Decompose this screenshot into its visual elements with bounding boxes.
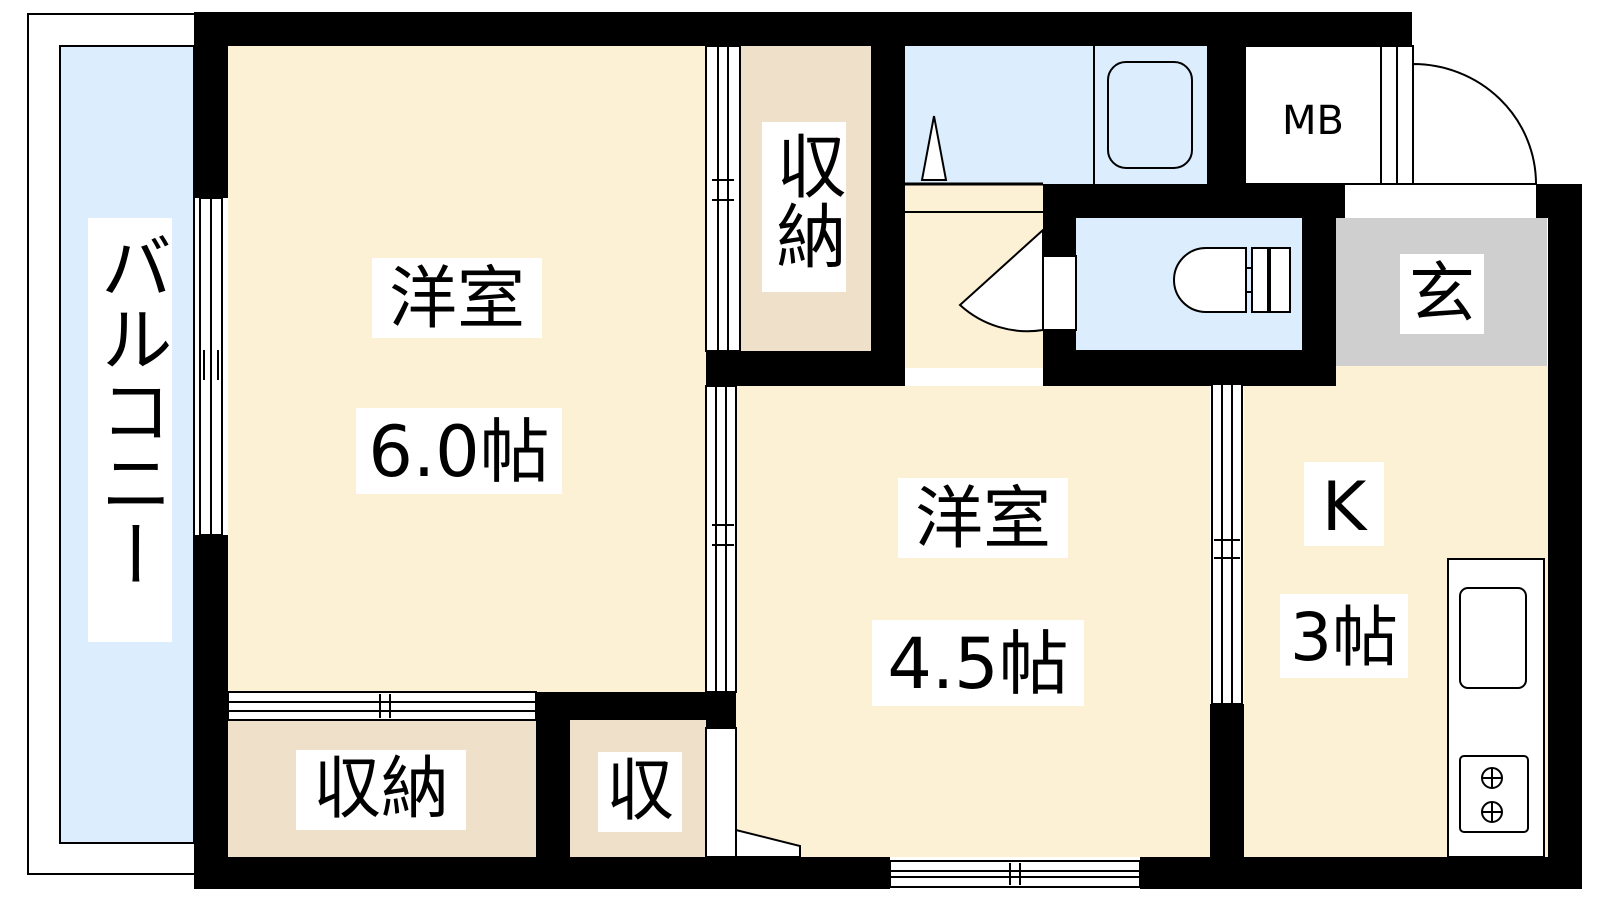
fixtures (1107, 61, 1545, 858)
western-room-2-size: 4.5帖 (887, 623, 1068, 705)
wall-toilet-bottom (1043, 350, 1336, 386)
door-swing-room2 (735, 828, 801, 858)
western-room-1-floor (228, 46, 706, 692)
windows (199, 45, 1414, 888)
storage-small-label-bg (598, 752, 682, 832)
sliding-door-storage-bottom (227, 691, 537, 721)
wall-storage-divider (536, 692, 570, 857)
wall-toilet-left (1043, 184, 1076, 256)
window-room2 (889, 860, 1141, 888)
sliding-door-storage-top (705, 45, 741, 352)
western-room-1-size-bg (356, 408, 562, 494)
wall-storage-small-right (706, 720, 736, 728)
wall-room2-kitchen-top (1210, 368, 1244, 384)
kitchen-label: K (1322, 468, 1369, 547)
sliding-door-rooms (705, 385, 737, 693)
floors (27, 13, 1548, 875)
door-swing-bath (920, 115, 948, 181)
storage-top-label: 収納 (765, 130, 847, 270)
meter-box-floor (1244, 45, 1382, 185)
bathtub-icon (1107, 61, 1193, 169)
toilet-icon (1173, 247, 1291, 313)
meter-box-label: MB (1282, 98, 1344, 144)
door-swings (735, 62, 1538, 858)
wall-bottom-right (1140, 857, 1582, 889)
kitchen-size: 3帖 (1290, 599, 1398, 676)
storage-small-label: 収 (606, 752, 674, 831)
sink-icon (1459, 587, 1527, 689)
wall-bath-bottom (1043, 184, 1345, 218)
balcony-label-bg (88, 218, 172, 642)
walls (194, 12, 1582, 889)
wall-toilet-right (1302, 184, 1336, 386)
wall-storage-top-right (871, 46, 905, 386)
western-room-1-label: 洋室 (389, 260, 525, 339)
wall-right-top (1536, 184, 1582, 218)
stove-icon (1459, 755, 1529, 833)
storage-top-label-bg (762, 122, 846, 292)
balcony-label: バルコニー (88, 230, 172, 590)
door-storage-small (705, 727, 737, 858)
labels: バルコニー 洋室 6.0帖 収納 洋室 4.5帖 収納 収 MB 玄 K 3帖 (88, 98, 1484, 832)
wall-bottom-left (194, 857, 890, 889)
entrance-label: 玄 (1409, 255, 1475, 332)
entrance-label-bg (1400, 254, 1484, 334)
wall-right (1548, 184, 1582, 889)
wall-left-lower (194, 535, 228, 889)
storage-bottom-label: 収納 (313, 750, 449, 829)
wall-top (196, 12, 1412, 46)
wall-left-upper (194, 12, 228, 198)
washroom-door-frame (1042, 255, 1077, 331)
wall-bath-right (1207, 46, 1245, 184)
wall-room2-kitchen-lower (1210, 704, 1244, 857)
kitchen-size-bg (1280, 594, 1408, 678)
kitchen-label-bg (1304, 462, 1384, 546)
wall-storage-top-bottom (706, 351, 905, 386)
western-room-1-label-bg (372, 258, 542, 338)
sliding-door-kitchen (1211, 383, 1243, 705)
western-room-2-label: 洋室 (915, 480, 1051, 559)
door-swing-washroom (958, 227, 1044, 333)
western-room-2-label-bg (898, 478, 1068, 558)
western-room-1-size: 6.0帖 (368, 411, 549, 493)
western-room-2-size-bg (872, 620, 1084, 706)
door-swing-entrance (1412, 62, 1538, 185)
storage-bottom-label-bg (296, 750, 466, 830)
